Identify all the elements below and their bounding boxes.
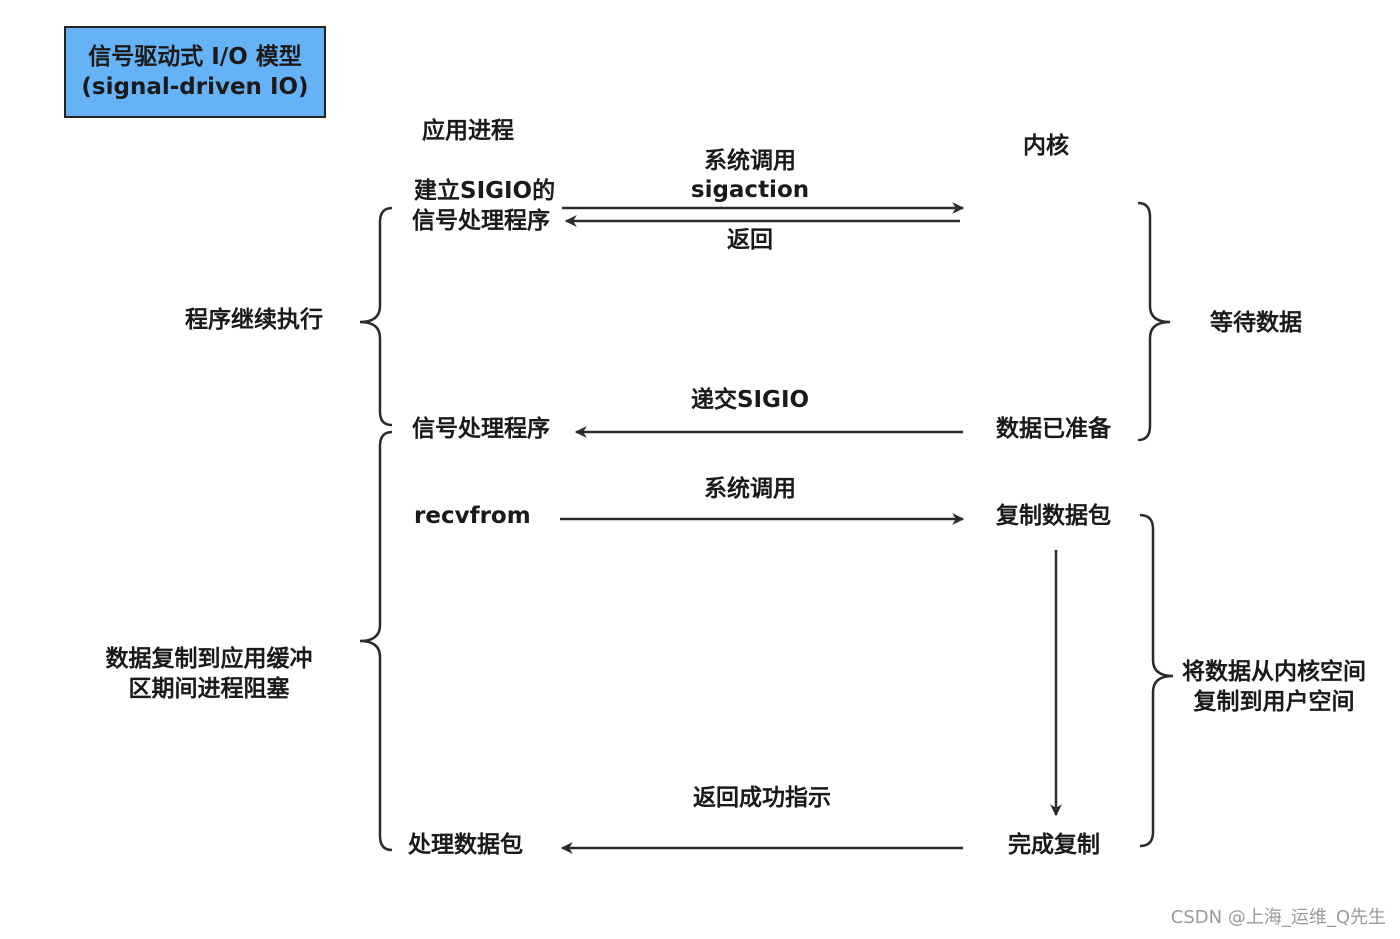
title-line-2: (signal-driven IO)	[81, 74, 309, 100]
step-copy-done: 完成复制	[1008, 832, 1100, 858]
step-copy-packet: 复制数据包	[996, 503, 1111, 529]
watermark-text: CSDN @上海_运维_Q先生	[1170, 907, 1386, 928]
title-box: 信号驱动式 I/O 模型 (signal-driven IO)	[64, 26, 326, 118]
label-program-continues: 程序继续执行	[185, 307, 323, 333]
step-setup-handler-line-1: 建立SIGIO的	[414, 178, 556, 204]
label-return-success: 返回成功指示	[693, 785, 831, 811]
brace-left-blocked	[359, 430, 393, 852]
label-blocked-line-2: 区期间进程阻塞	[128, 676, 290, 702]
label-return: 返回	[727, 227, 773, 253]
step-signal-handler: 信号处理程序	[412, 416, 550, 442]
header-app-process: 应用进程	[422, 118, 514, 144]
brace-right-copy	[1139, 513, 1174, 848]
label-sigaction: sigaction	[690, 177, 810, 203]
label-syscall-2: 系统调用	[704, 476, 796, 502]
brace-right-waiting	[1137, 201, 1171, 442]
step-data-ready: 数据已准备	[996, 416, 1111, 442]
brace-left-continue	[359, 206, 393, 427]
step-process-packet: 处理数据包	[408, 832, 523, 858]
label-copy-line-1: 将数据从内核空间	[1182, 659, 1366, 685]
label-waiting-data: 等待数据	[1210, 310, 1302, 336]
label-blocked-line-1: 数据复制到应用缓冲	[105, 646, 313, 672]
step-setup-handler-line-2: 信号处理程序	[412, 208, 550, 234]
title-line-1: 信号驱动式 I/O 模型	[88, 44, 302, 70]
step-recvfrom: recvfrom	[414, 503, 531, 529]
label-copy-line-2: 复制到用户空间	[1193, 689, 1355, 715]
label-syscall-1: 系统调用	[704, 148, 796, 174]
header-kernel: 内核	[1023, 133, 1069, 159]
label-deliver-sigio: 递交SIGIO	[690, 387, 810, 413]
